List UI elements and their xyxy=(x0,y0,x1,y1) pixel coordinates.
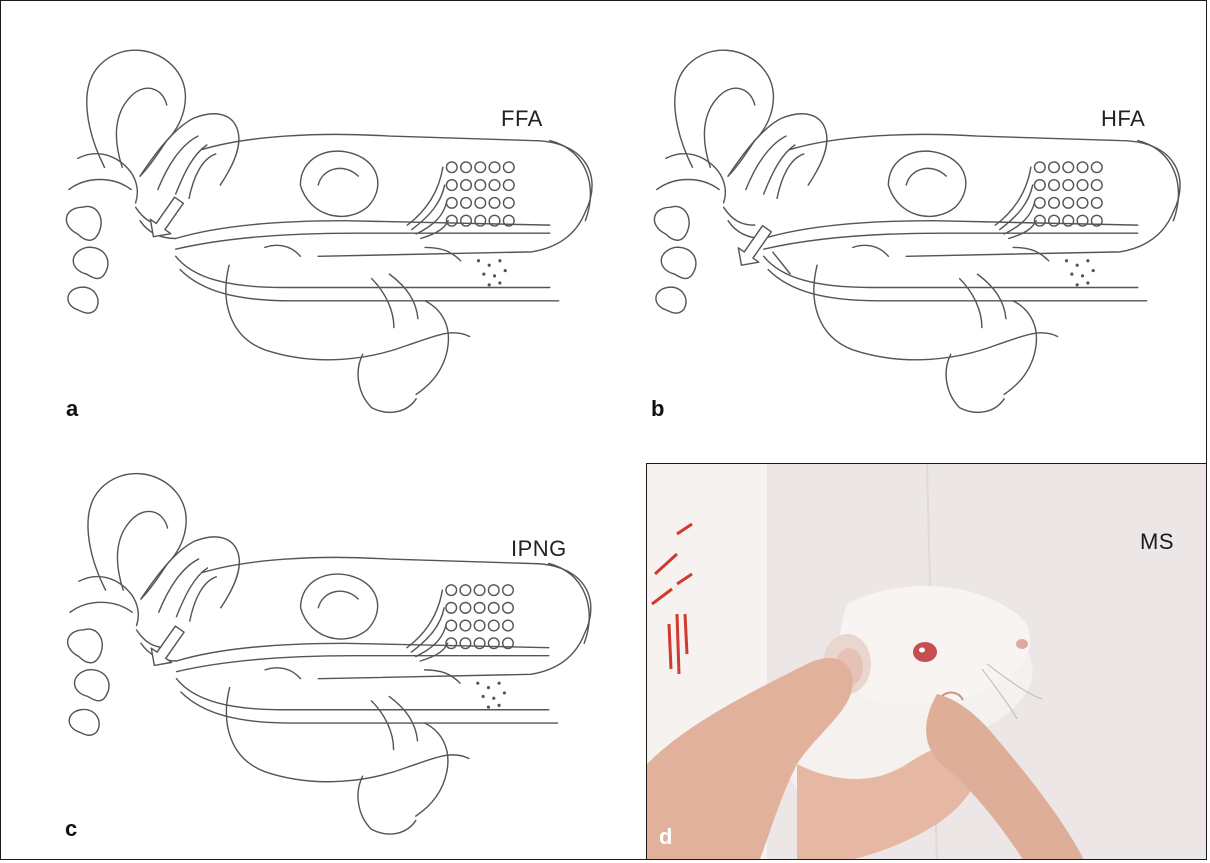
panel-letter: d xyxy=(659,824,672,850)
panel-title: IPNG xyxy=(511,536,567,562)
panel-title: HFA xyxy=(1101,106,1145,132)
panel-d-photo: MS d xyxy=(646,463,1207,860)
panel-title: FFA xyxy=(501,106,543,132)
panel-letter: a xyxy=(66,396,78,422)
anatomy-illustration-c xyxy=(51,466,621,856)
rat-photo xyxy=(647,464,1207,860)
panel-letter: b xyxy=(651,396,664,422)
arrow-icon xyxy=(144,622,190,673)
anatomy-illustration-a xyxy=(51,41,621,436)
panel-letter: c xyxy=(65,816,77,842)
panel-c: IPNG c xyxy=(51,466,621,856)
panel-title: MS xyxy=(1140,529,1174,555)
panel-b: HFA b xyxy=(639,41,1207,436)
panel-a: FFA a xyxy=(51,41,621,436)
anatomy-illustration-b xyxy=(639,41,1207,436)
